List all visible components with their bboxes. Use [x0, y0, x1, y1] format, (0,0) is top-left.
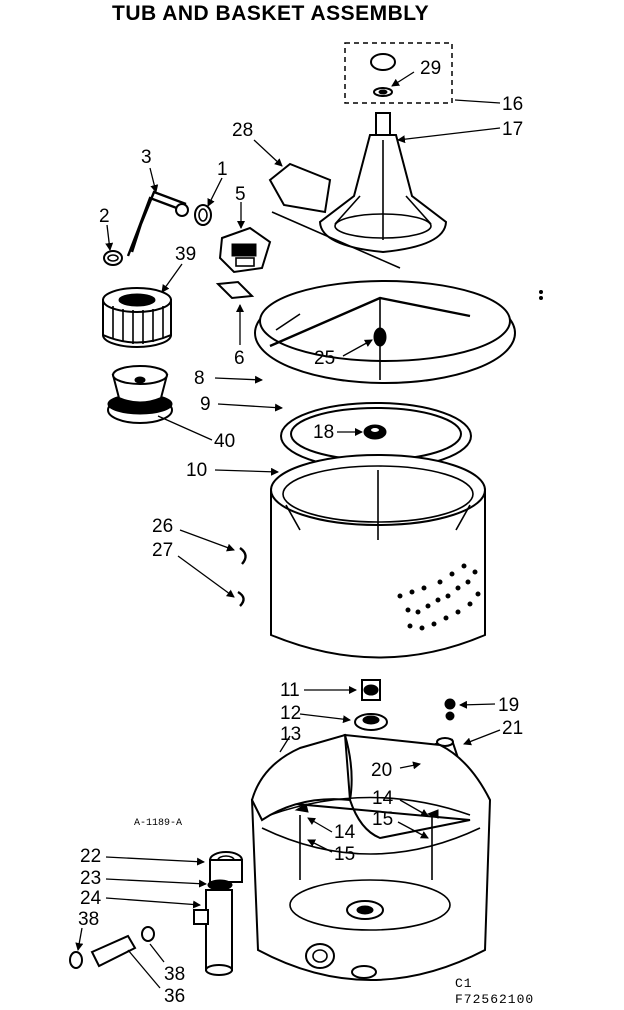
- callout-13: 13: [280, 724, 301, 745]
- callout-26: 26: [152, 516, 173, 537]
- center-seal: [361, 679, 381, 701]
- callout-8: 8: [194, 368, 205, 389]
- callout-38-left: 38: [78, 909, 99, 930]
- callout-17: 17: [502, 119, 523, 140]
- callout-27: 27: [152, 540, 173, 561]
- lint-filter: [102, 287, 172, 348]
- callout-21: 21: [502, 718, 523, 739]
- callout-38-right: 38: [164, 964, 185, 985]
- document-number: F72562100: [455, 992, 534, 1007]
- drain-hose-fitting: [193, 851, 243, 976]
- basket-clips: [237, 547, 247, 607]
- callout-15-left: 15: [334, 844, 355, 865]
- tub-ring: [254, 280, 516, 384]
- basket-nut: [363, 424, 387, 440]
- stray-mark: [539, 290, 543, 294]
- callout-numbers: 29 16 17 28 3 1 5 2 39 6 25 8 9 18 40 10…: [78, 58, 523, 1007]
- wash-basket: [270, 454, 486, 659]
- callout-14-left: 14: [334, 822, 356, 843]
- agitator: [318, 112, 448, 254]
- callout-12: 12: [280, 703, 301, 724]
- figure-code: A-1189-A: [134, 818, 182, 829]
- callout-15-right: 15: [372, 809, 393, 830]
- callout-10: 10: [186, 460, 207, 481]
- callout-19: 19: [498, 695, 519, 716]
- callout-3: 3: [141, 147, 152, 168]
- callout-23: 23: [80, 868, 101, 889]
- clip: [215, 280, 255, 300]
- outer-tub: [250, 733, 492, 981]
- callout-24: 24: [80, 888, 102, 909]
- hose-clamp-1: [194, 204, 212, 226]
- callout-leaders: [75, 71, 501, 989]
- filter-base: [107, 365, 173, 424]
- callout-5: 5: [235, 184, 246, 205]
- short-hose: [69, 926, 155, 969]
- agitator-cap-kit: [344, 42, 453, 104]
- hose-tube: [126, 190, 189, 257]
- stray-mark: [539, 296, 543, 300]
- callout-25: 25: [314, 348, 335, 369]
- callout-20: 20: [371, 760, 392, 781]
- tub-bearing: [354, 713, 388, 731]
- revision-mark: C1: [455, 976, 473, 991]
- callout-28: 28: [232, 120, 253, 141]
- callout-14-right: 14: [372, 788, 394, 809]
- callout-29: 29: [420, 58, 441, 79]
- callout-11: 11: [280, 680, 300, 701]
- callout-18: 18: [313, 422, 334, 443]
- callout-2: 2: [99, 206, 110, 227]
- hose-clamp-2: [103, 250, 123, 266]
- callout-6: 6: [234, 348, 245, 369]
- callout-40: 40: [214, 431, 235, 452]
- callout-16: 16: [502, 94, 523, 115]
- callout-9: 9: [200, 394, 211, 415]
- callout-22: 22: [80, 846, 101, 867]
- callout-1: 1: [217, 159, 228, 180]
- callout-36: 36: [164, 986, 185, 1007]
- filter-panel: [268, 162, 401, 269]
- bracket-switch: [218, 226, 272, 274]
- callout-39: 39: [175, 244, 196, 265]
- diagram-title: TUB AND BASKET ASSEMBLY: [112, 2, 429, 25]
